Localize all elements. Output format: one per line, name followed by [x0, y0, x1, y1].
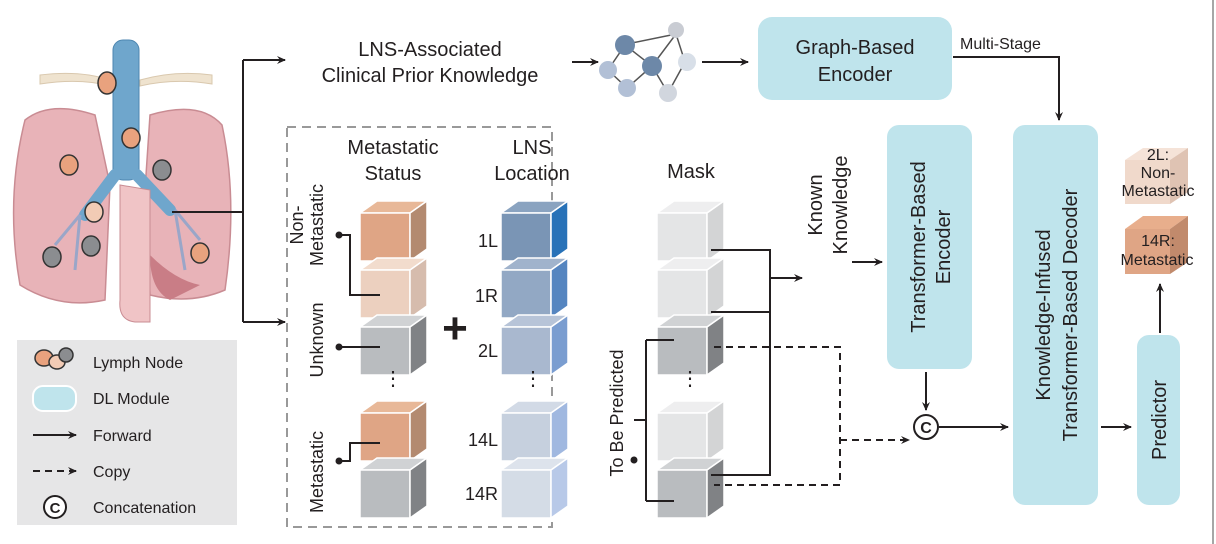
- encoder-label-1: Transformer-Based: [908, 161, 930, 333]
- concat-symbol: C: [920, 420, 932, 437]
- unknown-label: Unknown: [307, 302, 327, 377]
- ellipsis: ⋮: [383, 368, 403, 390]
- output-label: 14R:: [1141, 233, 1175, 250]
- location-label: 2L: [478, 341, 498, 361]
- mask-title: Mask: [667, 161, 716, 183]
- mask-connectors: [630, 249, 910, 502]
- mask-cube: [654, 456, 727, 520]
- graph-encoder-label-2: Encoder: [818, 64, 893, 86]
- location-cube: [498, 313, 571, 377]
- location-label: 14R: [465, 484, 498, 504]
- lung-illustration: [12, 39, 232, 323]
- location-label: 1L: [478, 231, 498, 251]
- lymph-node-icon: [34, 347, 74, 370]
- legend-label: Forward: [93, 428, 152, 445]
- output-2L: 2L: Non- Metastatic: [1122, 147, 1195, 204]
- multi-stage-arrow: [953, 56, 1063, 121]
- to-be-predicted-label: To Be Predicted: [607, 349, 627, 476]
- mask-cube: [654, 199, 727, 263]
- status-connectors: [335, 231, 380, 465]
- status-cube: [357, 399, 430, 463]
- prior-knowledge-title-line2: Clinical Prior Knowledge: [322, 65, 539, 87]
- non-metastatic-label-2: Metastatic: [307, 184, 327, 266]
- location-cube: [498, 199, 571, 263]
- status-title-2: Status: [365, 163, 422, 185]
- location-cube: [498, 456, 571, 520]
- mask-cube: [654, 313, 727, 377]
- legend-label: Concatenation: [93, 500, 196, 517]
- decoder-label-2: Transformer-Based Decoder: [1060, 188, 1082, 441]
- encoder-label-2: Encoder: [933, 209, 955, 284]
- location-title-2: Location: [494, 163, 570, 185]
- metastatic-label: Metastatic: [307, 431, 327, 513]
- legend-label: DL Module: [93, 391, 170, 408]
- status-cube: [357, 313, 430, 377]
- dl-module-icon: [32, 385, 77, 412]
- legend-label: Copy: [93, 464, 130, 481]
- graph-encoder-label-1: Graph-Based: [796, 37, 915, 59]
- output-label: Metastatic: [1122, 183, 1195, 200]
- ellipsis: ⋮: [680, 368, 700, 390]
- multi-stage-label: Multi-Stage: [960, 36, 1041, 53]
- decoder-label-1: Knowledge-Infused: [1033, 229, 1055, 400]
- known-knowledge-label-2: Knowledge: [830, 156, 852, 255]
- status-cube: [357, 456, 430, 520]
- non-metastatic-label-1: Non-: [287, 205, 307, 244]
- location-title-1: LNS: [513, 137, 552, 159]
- knowledge-infused-decoder: Knowledge-Infused Transformer-Based Deco…: [1013, 125, 1098, 505]
- predictor: Predictor: [1137, 335, 1180, 505]
- prior-knowledge-title-line1: LNS-Associated: [358, 39, 501, 61]
- location-cube: [498, 256, 571, 320]
- knowledge-graph-icon: [599, 22, 696, 102]
- legend-label: Lymph Node: [93, 355, 183, 372]
- graph-based-encoder: Graph-Based Encoder: [758, 17, 952, 100]
- concatenation-icon: C: [43, 495, 67, 519]
- token-cubes: [357, 199, 727, 520]
- output-label: Non-: [1141, 165, 1176, 182]
- transformer-encoder: Transformer-Based Encoder: [887, 125, 972, 369]
- output-label: 2L:: [1147, 147, 1169, 164]
- mask-cube: [654, 256, 727, 320]
- known-knowledge-label-1: Known: [805, 174, 827, 235]
- predictor-label: Predictor: [1149, 380, 1171, 460]
- location-label: 1R: [475, 286, 498, 306]
- location-label: 14L: [468, 430, 498, 450]
- mask-cube: [654, 399, 727, 463]
- output-label: Metastatic: [1121, 252, 1194, 269]
- legend: Lymph Node DL Module Forward Copy C Conc…: [17, 340, 237, 525]
- status-title-1: Metastatic: [347, 137, 438, 159]
- status-cube: [357, 199, 430, 263]
- input-branch-arrows: [172, 56, 286, 326]
- output-14R: 14R: Metastatic: [1121, 216, 1194, 274]
- plus-sign: +: [442, 304, 468, 353]
- status-cube: [357, 256, 430, 320]
- concatenation-node: C: [913, 414, 939, 440]
- ellipsis: ⋮: [523, 368, 543, 390]
- location-cube: [498, 399, 571, 463]
- concat-symbol: C: [50, 500, 61, 517]
